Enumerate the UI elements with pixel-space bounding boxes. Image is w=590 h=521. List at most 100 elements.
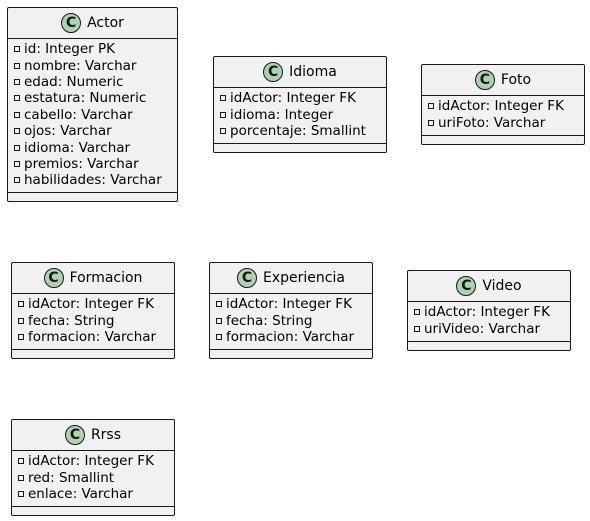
attribute: fecha: String bbox=[216, 312, 372, 329]
class-badge-icon: C bbox=[64, 425, 85, 445]
class-header: C Video bbox=[408, 271, 570, 302]
methods-separator bbox=[214, 143, 386, 144]
attribute-text: idActor: Integer FK bbox=[226, 296, 352, 313]
attribute-list: idActor: Integer FK fecha: String formac… bbox=[12, 294, 174, 345]
attribute-text: enlace: Varchar bbox=[28, 485, 133, 502]
attribute-text: idActor: Integer FK bbox=[424, 304, 550, 321]
attribute-text: porcentaje: Smallint bbox=[230, 122, 366, 139]
attribute-text: idActor: Integer FK bbox=[28, 296, 154, 313]
class-badge-icon: C bbox=[263, 62, 284, 82]
attribute-text: formacion: Varchar bbox=[28, 328, 157, 345]
attribute: red: Smallint bbox=[18, 469, 174, 486]
attribute-text: idioma: Integer bbox=[230, 106, 334, 123]
attribute: uriVideo: Varchar bbox=[414, 320, 570, 337]
private-visibility-icon bbox=[18, 458, 24, 465]
attribute-list: idActor: Integer FK red: Smallint enlace… bbox=[12, 451, 174, 502]
attribute-list: idActor: Integer FK fecha: String formac… bbox=[210, 294, 372, 345]
attribute-text: estatura: Numeric bbox=[24, 90, 147, 107]
attribute-text: idActor: Integer FK bbox=[438, 98, 564, 115]
attribute: porcentaje: Smallint bbox=[220, 123, 386, 139]
class-badge-icon: C bbox=[237, 268, 258, 288]
private-visibility-icon bbox=[14, 144, 20, 151]
private-visibility-icon bbox=[414, 309, 420, 316]
private-visibility-icon bbox=[14, 95, 20, 102]
attribute: idActor: Integer FK bbox=[414, 304, 570, 320]
attribute-text: red: Smallint bbox=[28, 469, 115, 486]
attribute: idActor: Integer FK bbox=[220, 90, 386, 106]
attribute: idActor: Integer FK bbox=[216, 296, 372, 312]
private-visibility-icon bbox=[216, 317, 222, 324]
class-name: Experiencia bbox=[263, 270, 345, 286]
private-visibility-icon bbox=[18, 333, 24, 340]
attribute: idActor: Integer FK bbox=[428, 98, 584, 114]
private-visibility-icon bbox=[14, 78, 20, 85]
attribute-text: premios: Varchar bbox=[24, 155, 139, 172]
private-visibility-icon bbox=[14, 62, 20, 69]
attribute-text: uriVideo: Varchar bbox=[424, 320, 541, 337]
attribute-text: idioma: Varchar bbox=[24, 139, 131, 156]
attribute-list: id: Integer PK nombre: Varchar edad: Num… bbox=[8, 39, 177, 189]
private-visibility-icon bbox=[18, 301, 24, 308]
class-badge-icon: C bbox=[474, 70, 495, 90]
attribute-text: idActor: Integer FK bbox=[230, 90, 356, 107]
class-badge-icon: C bbox=[43, 268, 64, 288]
attribute: id: Integer PK bbox=[14, 41, 177, 57]
private-visibility-icon bbox=[14, 177, 20, 184]
private-visibility-icon bbox=[428, 119, 434, 126]
attribute-text: edad: Numeric bbox=[24, 73, 124, 90]
private-visibility-icon bbox=[216, 301, 222, 308]
class-name: Rrss bbox=[90, 427, 122, 443]
attribute: idioma: Integer bbox=[220, 106, 386, 123]
attribute: idActor: Integer FK bbox=[18, 296, 174, 312]
class-name: Idioma bbox=[289, 64, 337, 80]
attribute: formacion: Varchar bbox=[18, 329, 174, 345]
attribute-text: fecha: String bbox=[28, 312, 115, 329]
attribute: uriFoto: Varchar bbox=[428, 114, 584, 131]
class-name: Video bbox=[482, 278, 522, 294]
class-name: Foto bbox=[500, 72, 532, 88]
attribute: idActor: Integer FK bbox=[18, 453, 174, 469]
attribute: edad: Numeric bbox=[14, 74, 177, 90]
class-name: Actor bbox=[87, 15, 124, 31]
attribute-list: idActor: Integer FK uriFoto: Varchar bbox=[422, 96, 584, 131]
private-visibility-icon bbox=[216, 333, 222, 340]
attribute-list: idActor: Integer FK uriVideo: Varchar bbox=[408, 302, 570, 337]
attribute-list: idActor: Integer FK idioma: Integer porc… bbox=[214, 88, 386, 139]
class-video: C Video idActor: Integer FK uriVideo: Va… bbox=[407, 270, 571, 351]
attribute-text: uriFoto: Varchar bbox=[438, 114, 546, 131]
class-badge-icon: C bbox=[61, 13, 82, 33]
methods-separator bbox=[408, 341, 570, 342]
private-visibility-icon bbox=[14, 160, 20, 167]
private-visibility-icon bbox=[18, 490, 24, 497]
attribute-text: habilidades: Varchar bbox=[24, 172, 162, 189]
methods-separator bbox=[210, 349, 372, 350]
class-header: C Formacion bbox=[12, 263, 174, 294]
class-header: C Rrss bbox=[12, 420, 174, 451]
attribute: cabello: Varchar bbox=[14, 107, 177, 123]
attribute-text: formacion: Varchar bbox=[226, 328, 355, 345]
attribute: idioma: Varchar bbox=[14, 139, 177, 156]
attribute: fecha: String bbox=[18, 312, 174, 329]
attribute: enlace: Varchar bbox=[18, 486, 174, 502]
private-visibility-icon bbox=[220, 127, 226, 134]
class-header: C Foto bbox=[422, 65, 584, 96]
attribute: premios: Varchar bbox=[14, 156, 177, 172]
class-rrss: C Rrss idActor: Integer FK red: Smallint… bbox=[11, 419, 175, 516]
methods-separator bbox=[12, 349, 174, 350]
attribute: ojos: Varchar bbox=[14, 123, 177, 139]
attribute-text: cabello: Varchar bbox=[24, 106, 133, 123]
private-visibility-icon bbox=[428, 103, 434, 110]
class-formacion: C Formacion idActor: Integer FK fecha: S… bbox=[11, 262, 175, 359]
attribute-text: nombre: Varchar bbox=[24, 57, 137, 74]
methods-separator bbox=[8, 192, 177, 193]
methods-separator bbox=[422, 135, 584, 136]
class-idioma: C Idioma idActor: Integer FK idioma: Int… bbox=[213, 56, 387, 153]
class-header: C Actor bbox=[8, 8, 177, 39]
class-actor: C Actor id: Integer PK nombre: Varchar e… bbox=[7, 7, 178, 202]
attribute: estatura: Numeric bbox=[14, 90, 177, 106]
class-foto: C Foto idActor: Integer FK uriFoto: Varc… bbox=[421, 64, 585, 145]
attribute-text: idActor: Integer FK bbox=[28, 453, 154, 470]
class-experiencia: C Experiencia idActor: Integer FK fecha:… bbox=[209, 262, 373, 359]
private-visibility-icon bbox=[14, 46, 20, 53]
attribute-text: ojos: Varchar bbox=[24, 123, 112, 140]
